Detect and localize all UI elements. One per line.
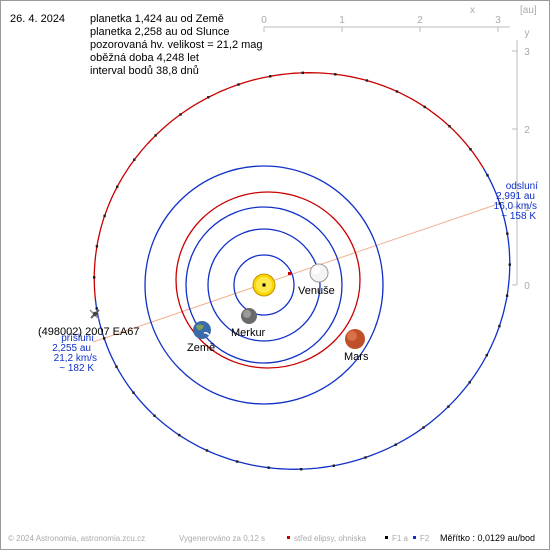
orbit-point bbox=[153, 414, 156, 417]
right-axis bbox=[512, 40, 518, 286]
orbit-point bbox=[116, 185, 119, 188]
orbit-point bbox=[235, 460, 239, 463]
orbit-point bbox=[505, 294, 509, 297]
orbit-point bbox=[103, 337, 106, 340]
top-axis-unit: x bbox=[470, 5, 475, 16]
perihelion-title: přísluní bbox=[61, 333, 94, 344]
orbit-point bbox=[115, 365, 118, 368]
orbit-point bbox=[506, 232, 509, 235]
orbit-point bbox=[103, 214, 106, 218]
asteroid-label: (498002) 2007 EA67 bbox=[38, 326, 140, 338]
top-tick-label-2: 2 bbox=[417, 15, 423, 26]
sun-icon bbox=[252, 273, 276, 297]
info-line: pozorovaná hv. velikost = 21,2 mag bbox=[90, 39, 263, 51]
orbit-point bbox=[498, 324, 501, 328]
mercury-icon bbox=[241, 308, 257, 324]
earth-orbit bbox=[185, 206, 343, 364]
f1-legend-label: F1 a bbox=[392, 534, 409, 543]
top-tick-label-3: 3 bbox=[495, 15, 501, 26]
venus-orbit bbox=[207, 228, 321, 342]
mercury-label: Merkur bbox=[231, 327, 266, 339]
orbit-point bbox=[154, 134, 157, 137]
orbit-point bbox=[448, 125, 451, 128]
orbit-point bbox=[447, 405, 450, 408]
top-tick-label-1: 1 bbox=[339, 15, 345, 26]
mars-label: Mars bbox=[344, 351, 369, 363]
orbit-point bbox=[423, 105, 426, 109]
copyright-text: © 2024 Astronomia, astronomia.zcu.cz bbox=[8, 534, 145, 543]
mars-icon bbox=[345, 329, 365, 349]
orbit-point bbox=[468, 381, 471, 384]
center-legend-marker bbox=[287, 536, 290, 539]
orbit-point bbox=[95, 245, 99, 248]
orbit-point bbox=[394, 443, 397, 446]
asteroid-orbit-inner-arc bbox=[94, 167, 511, 470]
earth-icon bbox=[193, 321, 211, 339]
orbit-point bbox=[133, 158, 136, 161]
orbit-point bbox=[485, 354, 488, 357]
scale-label: Měřítko : 0,0129 au/bod bbox=[440, 533, 535, 543]
top-axis bbox=[263, 26, 510, 32]
orbit-point bbox=[95, 307, 98, 310]
orbit-point bbox=[508, 263, 511, 266]
top-tick-label-0: 0 bbox=[261, 15, 267, 26]
aphelion-title: odsluní bbox=[506, 181, 538, 192]
aphelion-distance: 2,991 au bbox=[496, 191, 535, 202]
right-tick-label-2: 2 bbox=[524, 125, 530, 136]
perihelion-distance: 2,255 au bbox=[52, 343, 91, 354]
mars-orbit bbox=[144, 165, 384, 405]
orbit-point bbox=[207, 96, 210, 99]
right-tick-label-3: 3 bbox=[524, 47, 530, 58]
info-line: planetka 2,258 au od Slunce bbox=[90, 26, 229, 38]
orbit-point bbox=[237, 83, 240, 86]
orbit-point bbox=[364, 456, 367, 459]
orbit-point bbox=[132, 391, 135, 394]
date-label: 26. 4. 2024 bbox=[10, 13, 65, 25]
right-tick-label-1: 1 bbox=[524, 203, 530, 214]
earth-label: Země bbox=[187, 342, 215, 354]
orbit-point bbox=[365, 79, 369, 82]
orbit-point bbox=[178, 433, 181, 437]
f2-legend-label: F2 bbox=[420, 534, 430, 543]
info-line: planetka 1,424 au od Země bbox=[90, 13, 224, 25]
venus-label: Venuše bbox=[298, 285, 335, 297]
orbit-point bbox=[486, 174, 489, 177]
orbit-point bbox=[205, 449, 209, 452]
orbit-point bbox=[334, 73, 337, 76]
center-legend-label: střed elipsy, ohniska bbox=[294, 534, 366, 543]
right-axis-unit: y bbox=[525, 28, 530, 39]
perihelion-temp: ~ 182 K bbox=[59, 363, 94, 374]
mercury-orbit bbox=[233, 254, 295, 316]
orbit-point bbox=[93, 276, 96, 279]
aphelion-temp: ~ 158 K bbox=[501, 211, 536, 222]
aphelion-speed: 16,0 km/s bbox=[494, 201, 537, 212]
orbit-point bbox=[332, 464, 335, 467]
orbit-point bbox=[179, 113, 182, 116]
venus-icon bbox=[309, 263, 329, 283]
apsis-line bbox=[92, 203, 499, 343]
f2-legend-marker bbox=[413, 536, 416, 539]
ellipse-center-marker bbox=[288, 272, 291, 275]
asteroid-orbit-points bbox=[93, 71, 511, 471]
orbit-point bbox=[469, 148, 472, 151]
perihelion-speed: 21,2 km/s bbox=[54, 353, 97, 364]
f1-legend-marker bbox=[385, 536, 388, 539]
orbit-point bbox=[269, 75, 272, 78]
orbit-point bbox=[395, 90, 399, 93]
mars-orbit-ellipse bbox=[175, 191, 361, 369]
generated-text: Vygenerováno za 0,12 s bbox=[179, 534, 265, 543]
info-line: interval bodů 38,8 dnů bbox=[90, 65, 199, 77]
orbit-point bbox=[300, 468, 303, 471]
orbit-point bbox=[498, 202, 501, 205]
top-axis-unit-au: [au] bbox=[520, 5, 537, 16]
asteroid-orbit bbox=[93, 71, 511, 471]
orbit-point bbox=[267, 466, 270, 469]
orbit-point bbox=[422, 426, 425, 429]
asteroid-icon bbox=[89, 309, 100, 320]
right-tick-label-0: 0 bbox=[524, 281, 530, 292]
info-line: oběžná doba 4,248 let bbox=[90, 52, 199, 64]
orbit-point bbox=[301, 71, 304, 74]
